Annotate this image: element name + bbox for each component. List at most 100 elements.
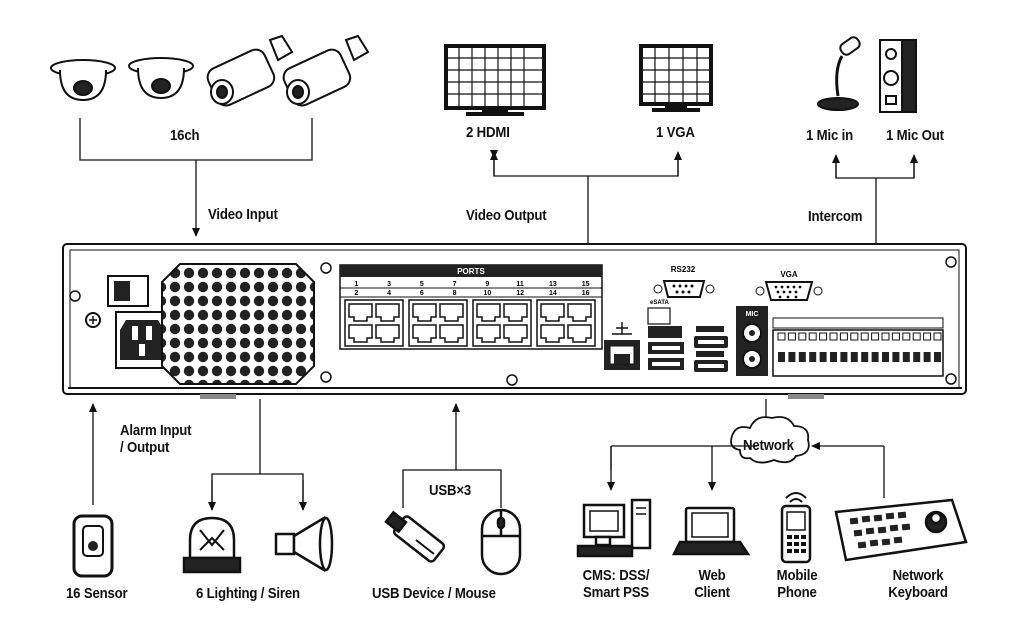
- desktop-computer-icon: [576, 498, 652, 558]
- terminal-slot: [923, 352, 931, 362]
- terminal-screw: [891, 332, 900, 341]
- esata-label: eSATA: [650, 300, 669, 306]
- esata-port-icon: eSATA: [647, 300, 682, 338]
- ethernet-jack-icon: [476, 303, 501, 322]
- ethernet-jack-icon: [375, 303, 400, 322]
- terminal-slot: [934, 352, 941, 362]
- port-number-label: 12: [516, 290, 524, 297]
- dome-camera-icon: [50, 59, 116, 102]
- terminal-slot: [778, 352, 785, 362]
- ethernet-jack-icon: [567, 303, 592, 322]
- hdmi-port-icon: [694, 326, 728, 372]
- network-port-icon: [604, 322, 640, 370]
- port-number-label: 2: [354, 290, 358, 297]
- power-switch-icon: [107, 275, 149, 307]
- vga-monitor-icon: [639, 44, 713, 112]
- network-cloud-icon: [730, 416, 810, 464]
- siren-horn-icon: [274, 515, 334, 573]
- port-number-label: 16: [582, 290, 590, 297]
- port-number-label: 7: [453, 281, 457, 288]
- mobile-phone-icon: [780, 492, 812, 564]
- mouse-icon: [480, 508, 522, 576]
- terminal-slot: [871, 352, 879, 362]
- laptop-icon: [671, 506, 751, 556]
- usb-stick-icon: [384, 510, 446, 563]
- terminal-slot: [850, 352, 858, 362]
- alarm-terminal-block: [772, 317, 944, 377]
- microphone-icon: [817, 36, 861, 111]
- terminal-slot: [830, 352, 837, 362]
- power-socket-icon: [115, 311, 169, 369]
- hdmi-output-label: 2 HDMI: [466, 124, 510, 141]
- mic-in-label: 1 Mic in: [806, 127, 854, 144]
- network-keyboard-icon: [834, 498, 968, 562]
- terminal-slot: [913, 352, 921, 362]
- port-number-label: 13: [549, 281, 557, 288]
- terminal-slot: [840, 352, 848, 362]
- lighting-siren-label: 6 Lighting / Siren: [196, 585, 300, 602]
- screw-icon: [69, 256, 957, 386]
- terminal-screw: [902, 332, 911, 341]
- terminal-screw: [787, 332, 796, 341]
- network-label: Network: [743, 437, 794, 454]
- terminal-screw: [808, 332, 817, 341]
- port-number-label: 15: [582, 281, 590, 288]
- video-input-label: Video Input: [208, 206, 278, 223]
- ethernet-jack-icon: [540, 324, 565, 343]
- audio-jacks-icon: MIC: [736, 306, 768, 376]
- terminal-screw: [933, 332, 942, 341]
- usb-port-icon: [648, 342, 684, 370]
- port-number-label: 6: [420, 290, 424, 297]
- terminal-screw: [912, 332, 921, 341]
- rs232-label: RS232: [671, 265, 696, 274]
- ethernet-jack-icon: [503, 303, 528, 322]
- terminal-slot: [819, 352, 827, 362]
- terminal-slot: [788, 352, 796, 362]
- port-number-label: 14: [549, 290, 557, 297]
- terminal-screw: [829, 332, 838, 341]
- terminal-slot: [861, 352, 869, 362]
- terminal-screw: [777, 332, 786, 341]
- port-number-label: 10: [483, 290, 491, 297]
- terminal-slot: [882, 352, 889, 362]
- port-number-label: 4: [387, 290, 391, 297]
- intercom-label: Intercom: [808, 208, 863, 225]
- cameras-label: 16ch: [170, 127, 200, 144]
- terminal-screw: [839, 332, 848, 341]
- ethernet-jack-icon: [439, 303, 464, 322]
- vga-port-icon: VGA: [755, 270, 823, 301]
- video-output-label: Video Output: [466, 207, 547, 224]
- terminal-slot: [892, 352, 900, 362]
- vga-output-label: 1 VGA: [656, 124, 695, 141]
- bullet-camera-icon: [282, 34, 370, 107]
- mobile-phone-label: Mobile Phone: [776, 567, 818, 601]
- cms-label: CMS: DSS/ Smart PSS: [582, 567, 650, 601]
- hdmi-monitor-icon: [444, 44, 546, 116]
- port-number-label: 11: [516, 281, 524, 288]
- port-number-label: 3: [387, 281, 391, 288]
- vga-port-label: VGA: [780, 270, 798, 279]
- terminal-screw: [850, 332, 859, 341]
- terminal-slot: [798, 352, 806, 362]
- usb-device-mouse-label: USB Device / Mouse: [372, 585, 496, 602]
- port-number-label: 8: [453, 290, 457, 297]
- fan-grille-icon: [161, 263, 315, 385]
- ethernet-jack-icon: [348, 303, 373, 322]
- ethernet-jack-icon: [476, 324, 501, 343]
- sensor-label: 16 Sensor: [66, 585, 128, 602]
- ethernet-jack-icon: [503, 324, 528, 343]
- mic-label: MIC: [746, 311, 759, 318]
- mic-out-label: 1 Mic Out: [886, 127, 944, 144]
- rs232-port-icon: RS232: [653, 265, 715, 298]
- port-number-label: 9: [485, 281, 489, 288]
- terminal-slot: [809, 352, 817, 362]
- terminal-screw: [871, 332, 880, 341]
- bullet-camera-icon: [206, 34, 294, 107]
- web-client-label: Web Client: [694, 567, 730, 601]
- terminal-screw: [923, 332, 932, 341]
- alarm-io-label: Alarm Input / Output: [120, 422, 192, 456]
- terminal-screw: [860, 332, 869, 341]
- port-number-label: 5: [420, 281, 424, 288]
